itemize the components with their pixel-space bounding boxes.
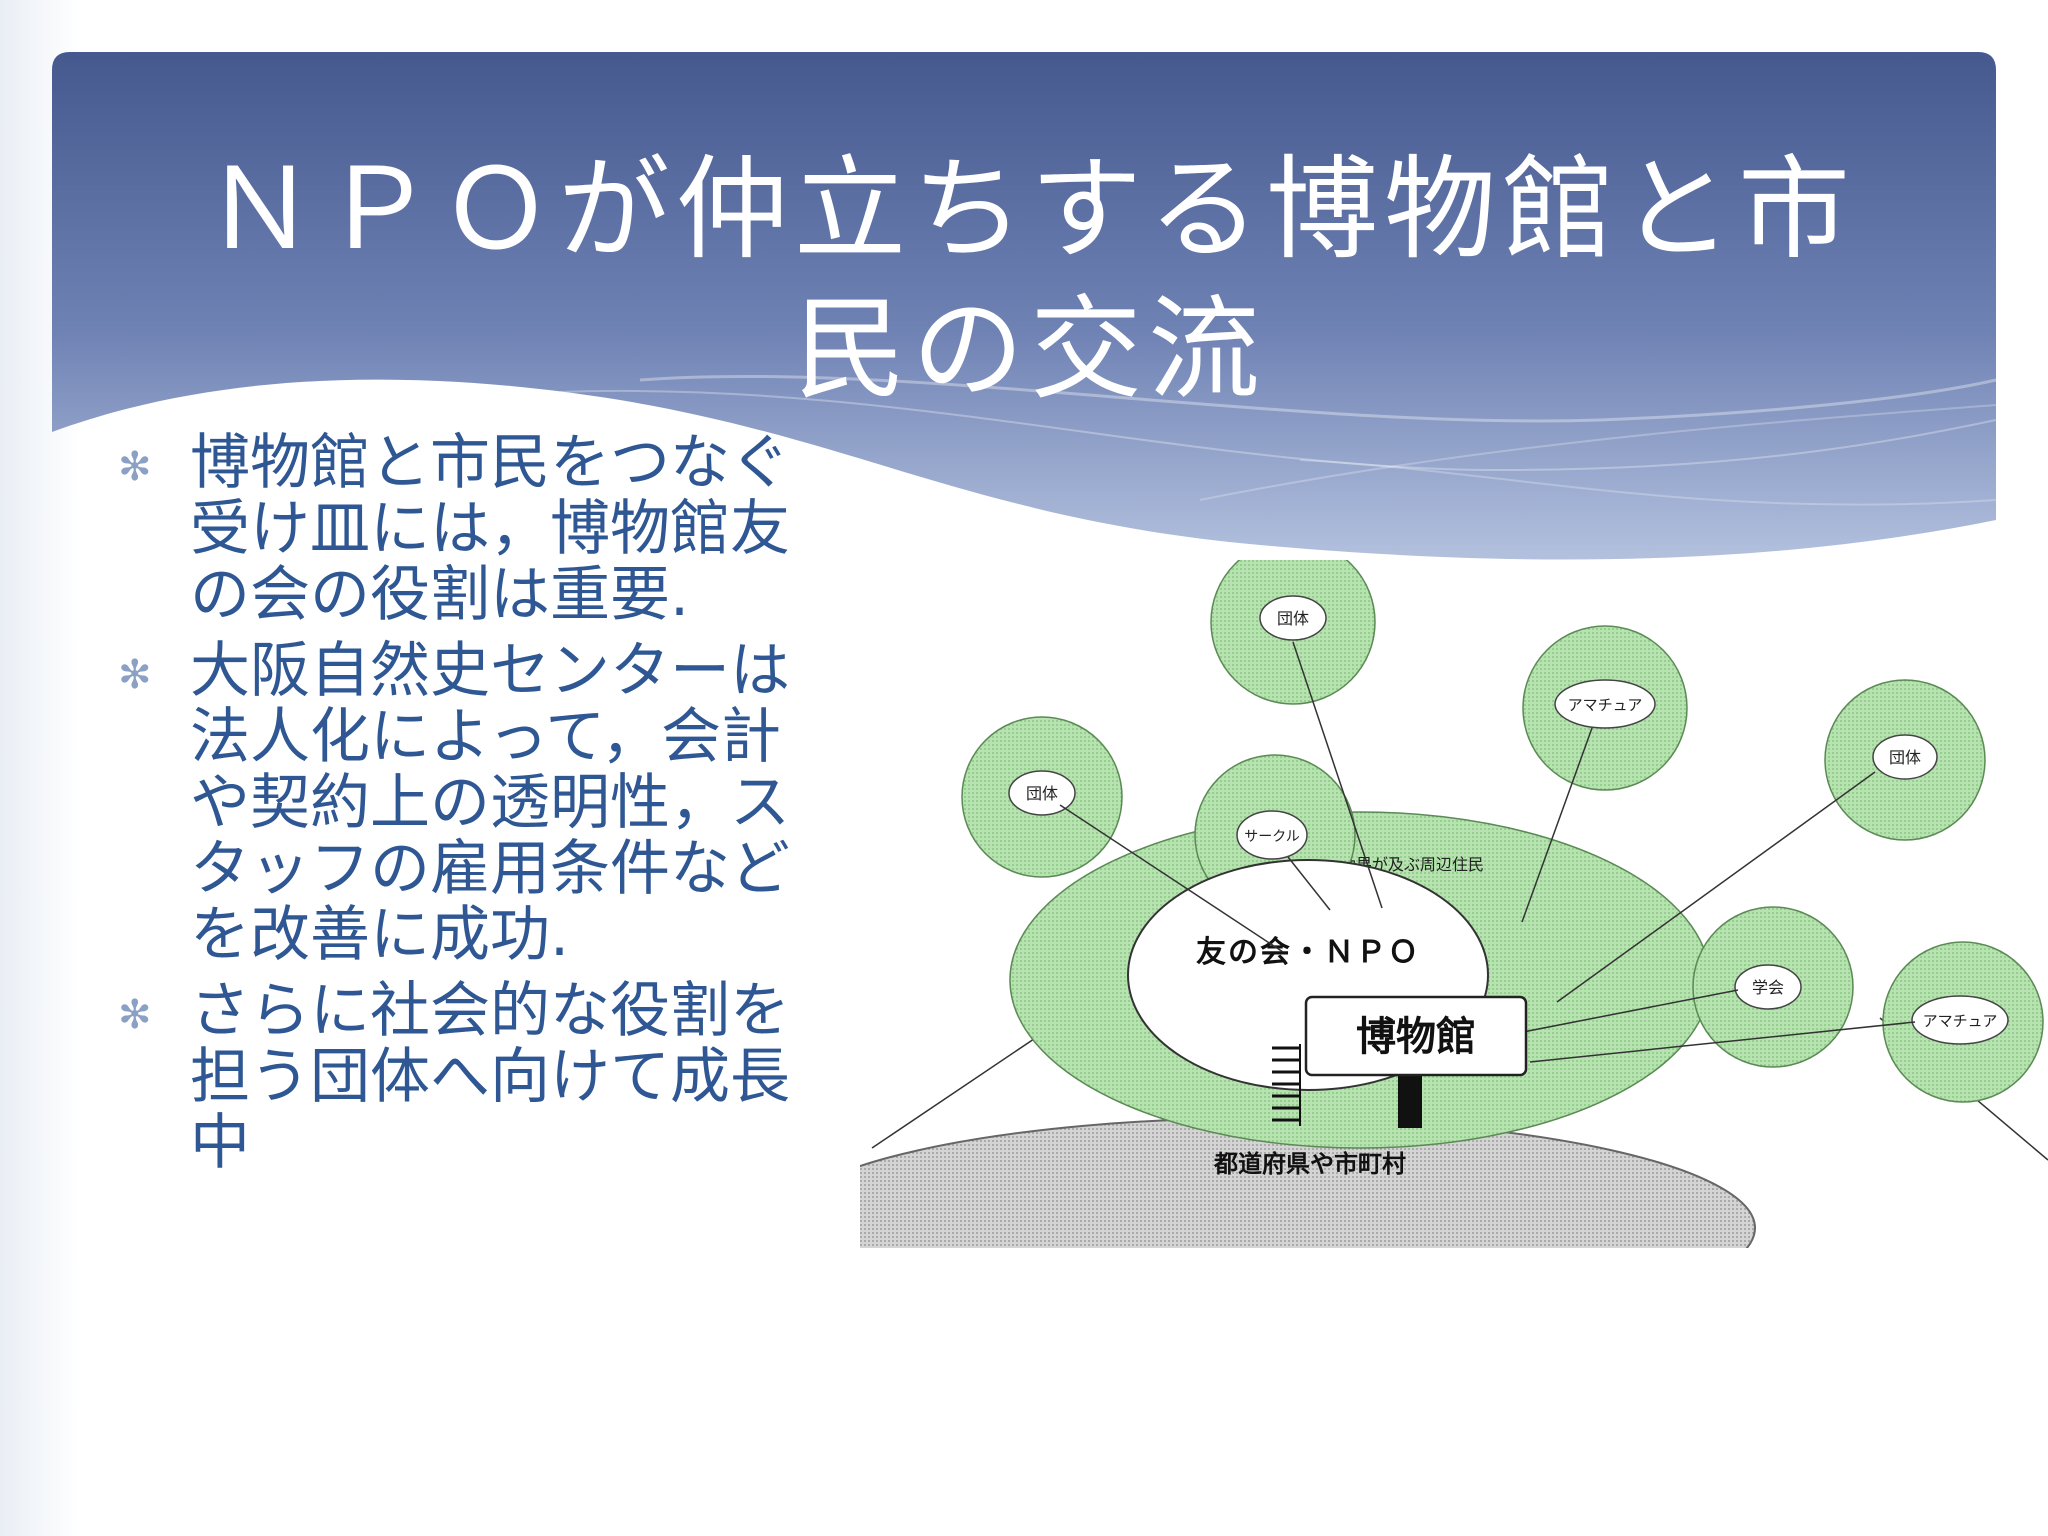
group-label: 団体 — [1277, 609, 1309, 628]
museum-label: 博物館 — [1356, 1014, 1476, 1060]
group-label: サークル — [1244, 829, 1300, 845]
bullet-item: ✻ さらに社会的な役割を担う団体へ向けて成長中 — [118, 978, 818, 1176]
group-label: 団体 — [1889, 748, 1921, 767]
stairs-icon — [1272, 1044, 1301, 1126]
slide-title: ＮＰＯが仲立ちする博物館と市 民の交流 — [190, 140, 1870, 420]
bullet-item: ✻ 大阪自然史センターは法人化によって，会計や契約上の透明性，スタッフの雇用条件… — [118, 638, 818, 968]
title-line-2: 民の交流 — [794, 285, 1266, 415]
group-circle: 団体 — [1210, 560, 1376, 705]
bullet-item: ✻ 博物館と市民をつなぐ受け皿には，博物館友の会の役割は重要. — [118, 430, 818, 628]
museum-sign-pole — [1398, 1070, 1422, 1128]
group-circle: アマチュア — [1522, 625, 1688, 791]
asterisk-bullet-icon: ✻ — [118, 444, 152, 490]
bullet-text: 大阪自然史センターは法人化によって，会計や契約上の透明性，スタッフの雇用条件など… — [190, 636, 790, 970]
bullet-text: さらに社会的な役割を担う団体へ向けて成長中 — [190, 976, 790, 1178]
museum-relationship-diagram: 都道府県や市町村 間接的に効果が及ぶ周辺住民 団体 アマチュア 団体 団体 — [860, 560, 2048, 1260]
group-label: アマチュア — [1568, 696, 1643, 714]
header-banner — [52, 52, 1997, 560]
bullet-text: 博物館と市民をつなぐ受け皿には，博物館友の会の役割は重要. — [190, 428, 790, 630]
asterisk-bullet-icon: ✻ — [118, 652, 152, 698]
group-circle: アマチュア — [1882, 941, 2044, 1103]
group-circle: 学会 — [1692, 906, 1854, 1068]
government-label: 都道府県や市町村 — [1213, 1150, 1406, 1178]
group-label: アマチュア — [1923, 1012, 1998, 1030]
group-circle: 団体 — [961, 716, 1123, 878]
museum-sign — [1304, 995, 1528, 1077]
group-circle: 団体 — [1824, 679, 1986, 841]
title-line-1: ＮＰＯが仲立ちする博物館と市 — [204, 145, 1856, 275]
asterisk-bullet-icon: ✻ — [118, 992, 152, 1038]
friends-npo-label: 友の会・ＮＰＯ — [1196, 935, 1420, 970]
group-label: 団体 — [1026, 784, 1058, 803]
bullet-list: ✻ 博物館と市民をつなぐ受け皿には，博物館友の会の役割は重要. ✻ 大阪自然史セ… — [118, 430, 818, 1186]
group-label: 学会 — [1752, 978, 1784, 997]
